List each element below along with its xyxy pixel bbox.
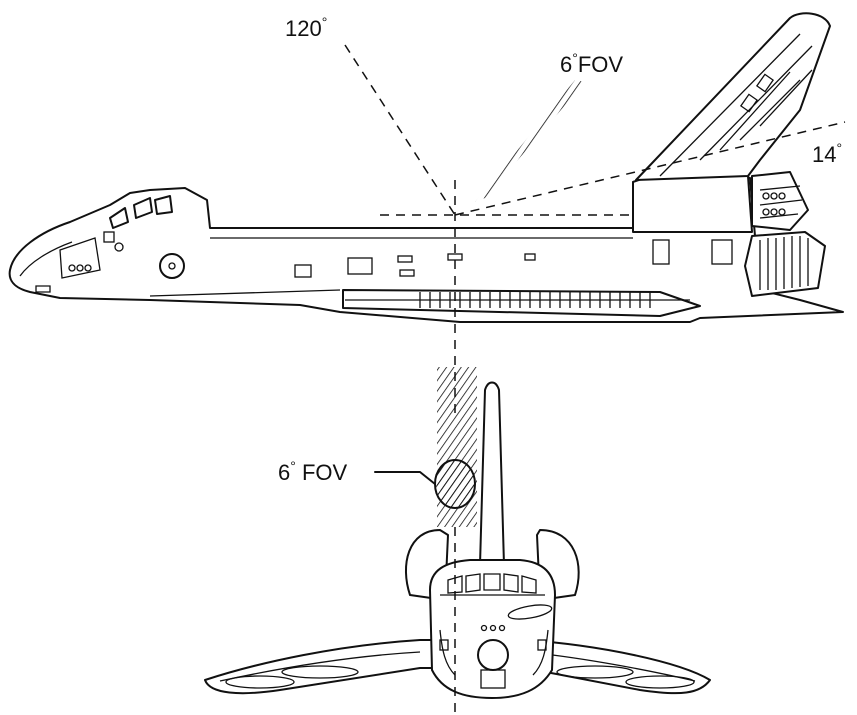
label-fov-front: 6° FOV bbox=[278, 458, 348, 485]
fov-beam-side bbox=[475, 80, 585, 202]
front-tail bbox=[479, 381, 505, 566]
orbiter-front-view bbox=[204, 367, 711, 715]
label-fov-side: 6°FOV bbox=[560, 50, 623, 77]
front-windows bbox=[447, 573, 537, 594]
side-wing bbox=[149, 289, 701, 317]
fov-circle bbox=[434, 459, 476, 509]
fov-front bbox=[374, 367, 477, 715]
label-120-degrees: 120° bbox=[285, 14, 327, 41]
orbiter-side-view bbox=[8, 12, 846, 420]
cockpit-windows bbox=[59, 195, 173, 279]
side-hatch bbox=[159, 253, 185, 279]
fov-lines-side bbox=[344, 44, 846, 420]
main-engines bbox=[744, 171, 826, 297]
label-14-degrees: 14° bbox=[812, 140, 842, 167]
vertical-tail bbox=[635, 12, 831, 181]
